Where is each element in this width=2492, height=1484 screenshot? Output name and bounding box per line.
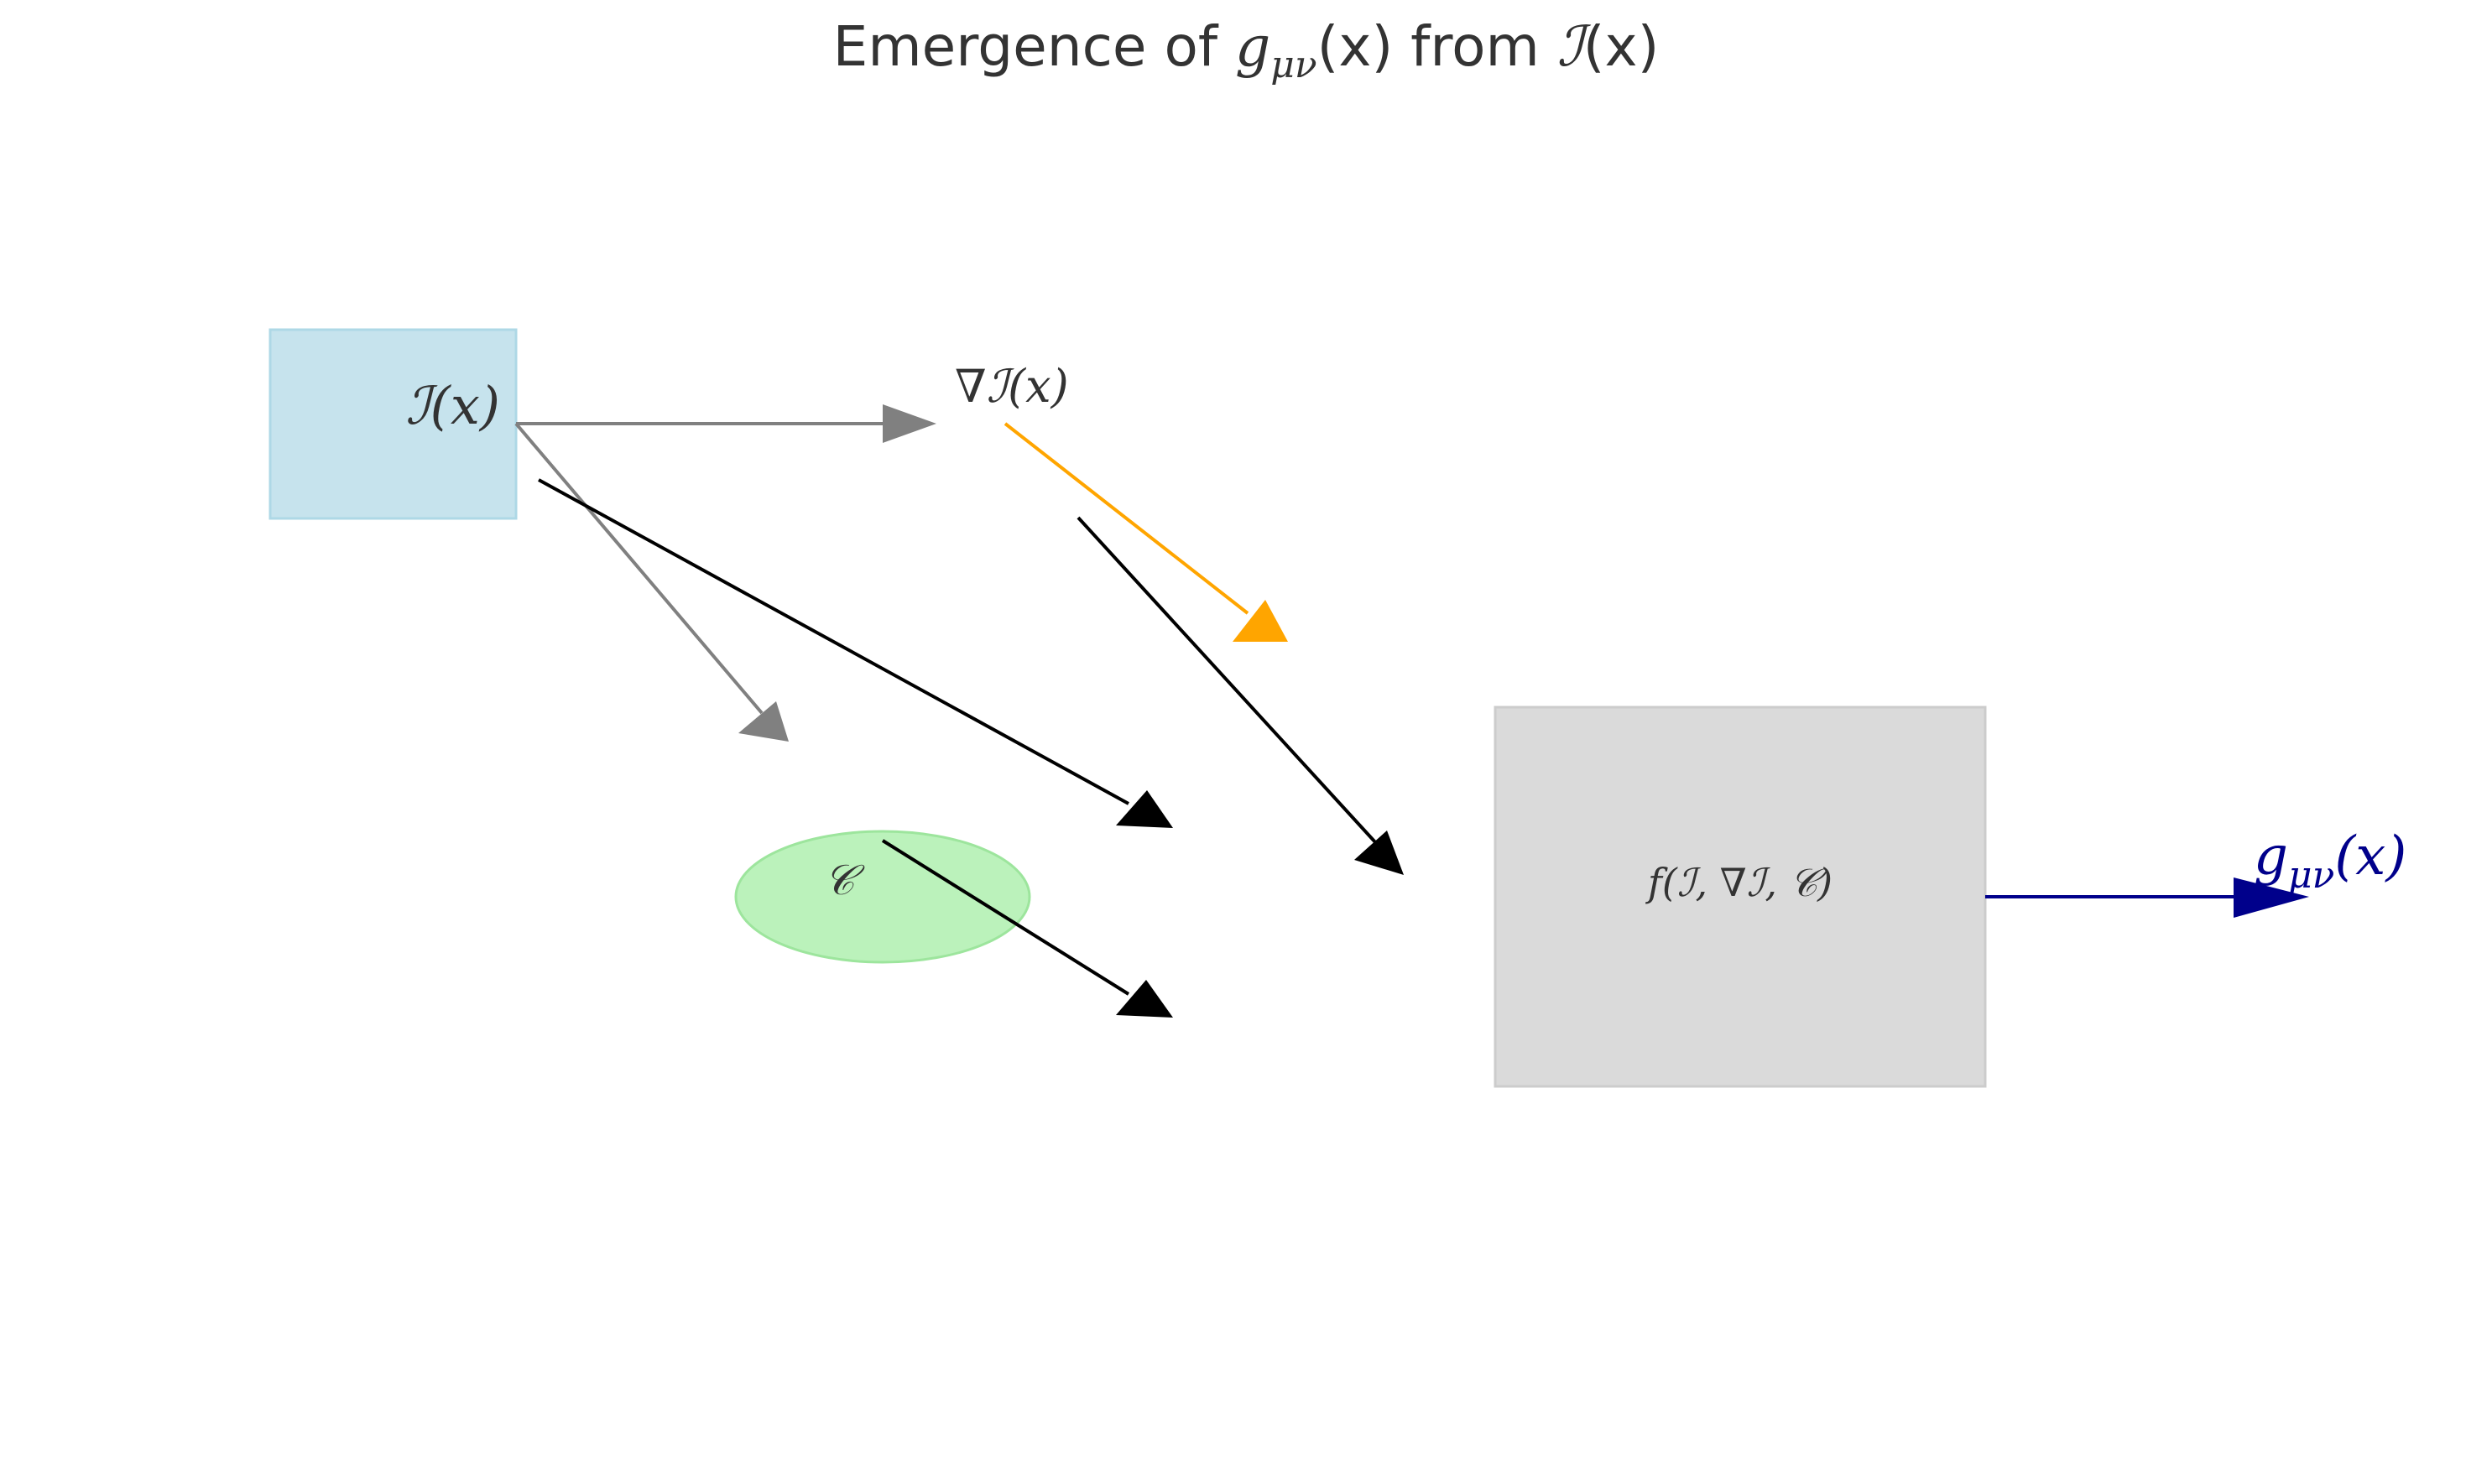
metric-subscript: μν (2288, 854, 2334, 897)
constraint-node (734, 830, 1031, 964)
information-node (268, 328, 518, 520)
title-g: g (1235, 14, 1270, 79)
metric-args: (x) (2334, 825, 2406, 888)
arrow-info-to-function-input (538, 478, 1173, 828)
gradient-node-label: ∇ℐ(x) (955, 360, 1069, 413)
title-g-subscript: μν (1270, 44, 1316, 86)
metric-g: g (2254, 825, 2288, 888)
title-prefix: Emergence of (833, 14, 1235, 79)
arrow-info-to-gradient (516, 404, 936, 443)
arrow-function-to-metric (1985, 877, 2309, 918)
arrow-gradient-to-function (1077, 516, 1404, 875)
diagram-title: Emergence of gμν(x) from ℐ(x) (833, 14, 1660, 86)
title-suffix: (x) (1583, 14, 1660, 79)
information-node-label: ℐ(x) (406, 375, 500, 436)
title-mid: (x) from (1317, 14, 1557, 79)
arrow-info-to-constraint (514, 422, 789, 742)
metric-output-label: gμν(x) (2254, 825, 2406, 897)
arrow-gradient-orange (1004, 422, 1288, 642)
function-node-label: f(ℐ, ∇ℐ, 𝒞) (1645, 860, 1833, 905)
arrow-constraint-to-function-input (881, 839, 1173, 1018)
